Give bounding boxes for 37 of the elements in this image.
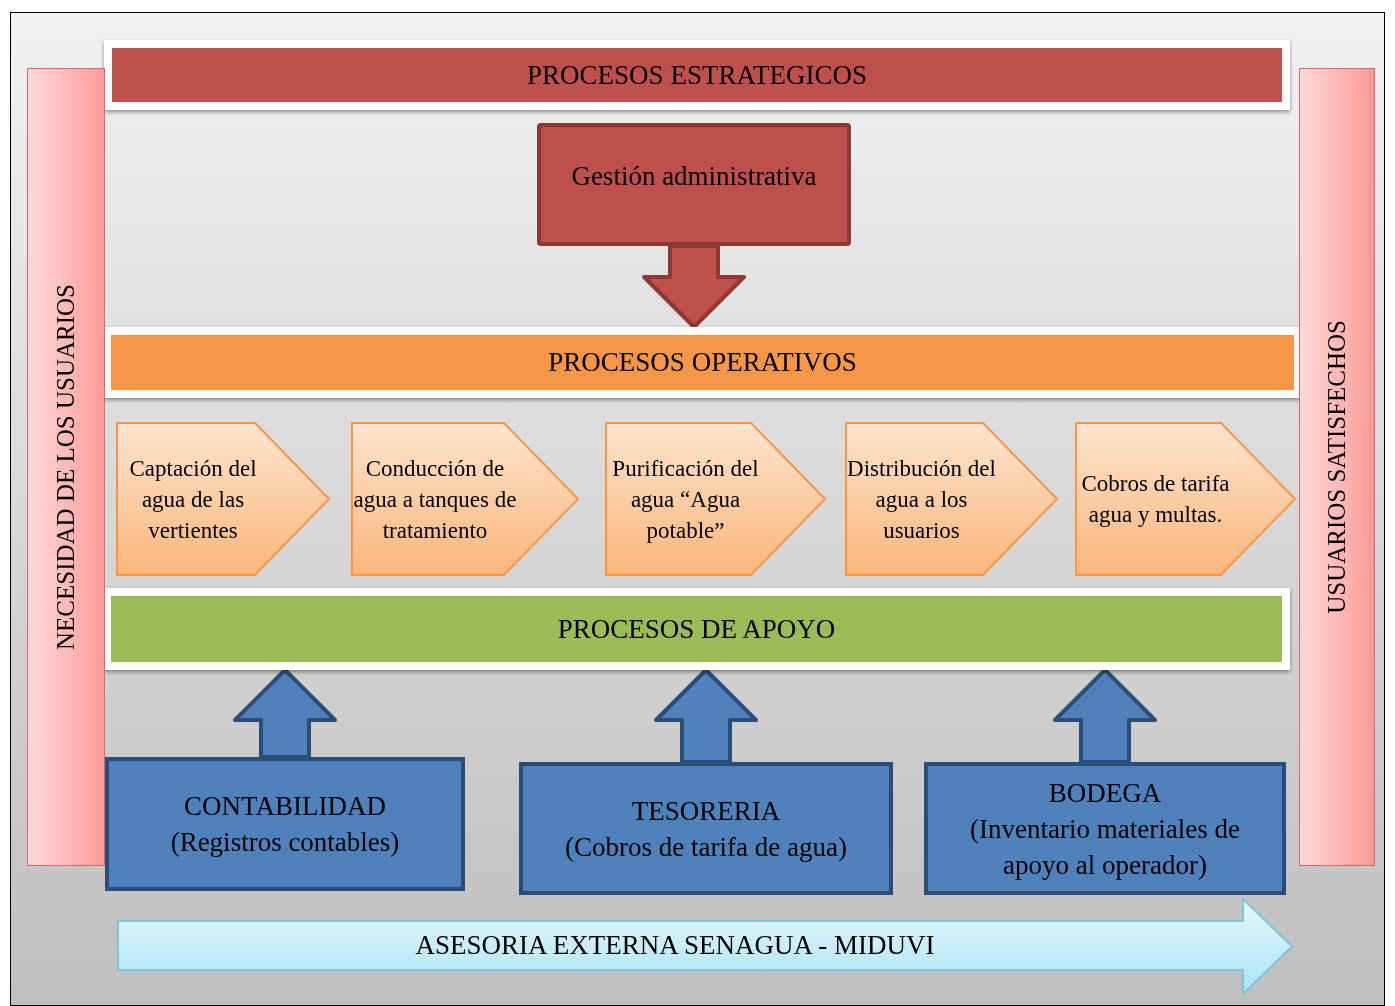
support-box	[924, 762, 1286, 895]
box-subtitle: (Inventario materiales de apoyo al operador)	[969, 812, 1241, 882]
block-arrow	[1053, 668, 1157, 764]
side-bar	[27, 68, 105, 866]
step-label: Purificación del agua “Agua potable”	[611, 454, 760, 545]
chevron-step	[605, 422, 826, 576]
band-title: PROCESOS DE APOYO	[557, 612, 836, 646]
chevron-step	[351, 422, 579, 576]
side-label: USUARIOS SATISFECHOS	[1322, 320, 1352, 614]
band-title: PROCESOS OPERATIVOS	[548, 346, 857, 380]
block-arrow	[654, 668, 758, 764]
side-label: NECESIDAD DE LOS USUARIOS	[51, 284, 81, 650]
support-box	[105, 757, 465, 891]
box-subtitle: (Cobros de tarifa de agua)	[565, 830, 847, 864]
process-band	[103, 588, 1290, 670]
process-band	[104, 40, 1290, 110]
chevron-step	[1075, 422, 1296, 576]
chevron-step	[116, 422, 330, 576]
block-arrow	[233, 668, 337, 759]
side-bar	[1299, 68, 1375, 866]
box-subtitle: (Registros contables)	[170, 826, 400, 859]
step-label: Cobros de tarifa agua y multas.	[1080, 470, 1231, 529]
process-box	[537, 123, 851, 246]
step-label: Conducción de agua a tanques de tratamiento	[352, 454, 518, 545]
band-title: PROCESOS ESTRATEGICOS	[527, 58, 867, 92]
box-title: TESORERIA	[631, 794, 781, 828]
chevron-step	[845, 422, 1058, 576]
process-band	[103, 327, 1302, 398]
block-arrow	[642, 244, 746, 329]
box-title: BODEGA	[1048, 776, 1162, 810]
box-title: CONTABILIDAD	[184, 790, 386, 823]
support-box	[519, 762, 893, 895]
step-label: Captación del agua de las vertientes	[128, 454, 258, 545]
wide-arrow	[117, 898, 1293, 995]
step-label: Distribución del agua a los usuarios	[846, 454, 997, 545]
arrow-label: ASESORIA EXTERNA SENAGUA - MIDUVI	[415, 930, 935, 961]
box-title: Gestión administrativa	[571, 160, 817, 194]
